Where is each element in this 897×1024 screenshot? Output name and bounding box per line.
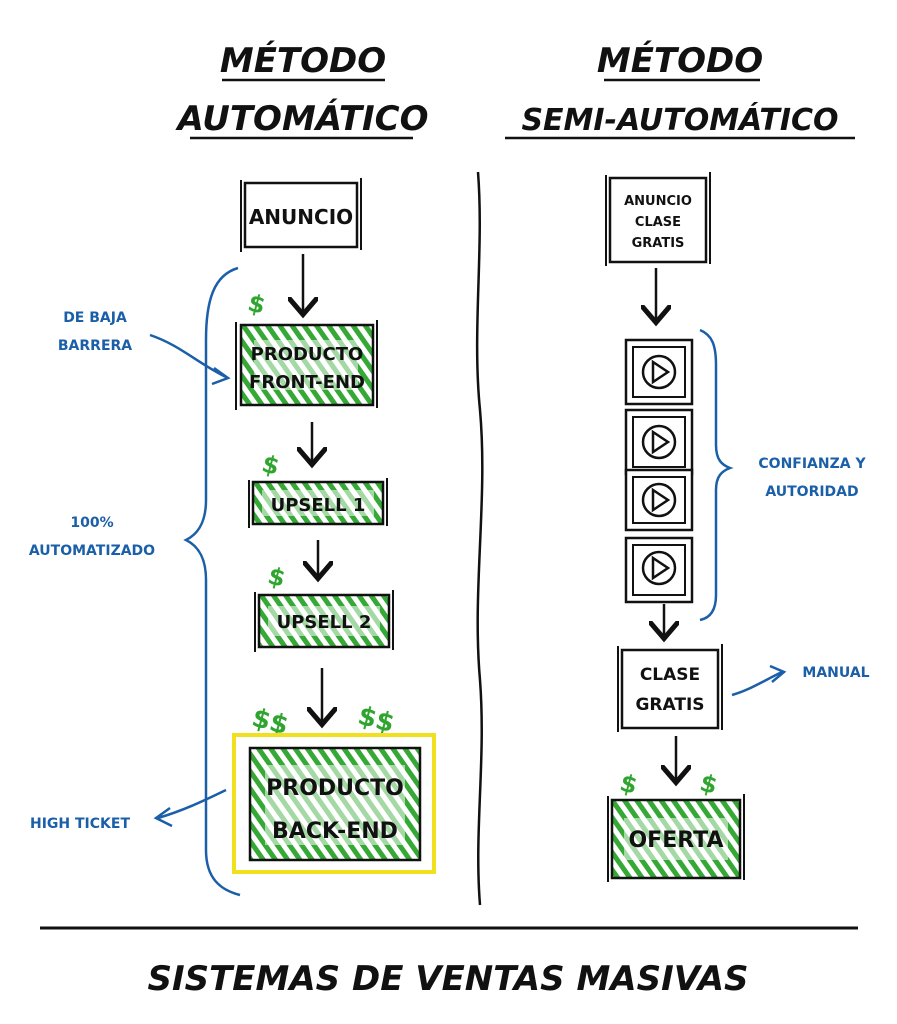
right-anuncio-line2: CLASE xyxy=(635,215,681,230)
upsell1-box: UPSELL 1 xyxy=(248,478,388,528)
upsell2-label: UPSELL 2 xyxy=(277,612,372,633)
left-title-line2: AUTOMÁTICO xyxy=(174,98,428,139)
clase-gratis-line1: CLASE xyxy=(640,665,700,685)
right-title: MÉTODO SEMI-AUTOMÁTICO xyxy=(505,40,855,140)
confianza-line1: CONFIANZA Y xyxy=(758,456,866,472)
dollar-sign: $ xyxy=(265,561,288,592)
front-end-box: PRODUCTO FRONT-END xyxy=(235,320,378,410)
clase-gratis-box: CLASE GRATIS xyxy=(617,644,723,732)
right-title-line1: MÉTODO xyxy=(597,40,763,81)
play-icon xyxy=(641,354,677,390)
play-icon xyxy=(641,482,677,518)
video-card xyxy=(624,338,694,406)
automatizado-line1: 100% xyxy=(70,515,113,531)
right-anuncio-line3: GRATIS xyxy=(632,236,685,251)
high-ticket-label: HIGH TICKET xyxy=(30,816,130,832)
confianza-line2: AUTORIDAD xyxy=(765,484,858,500)
baja-barrera-arrow xyxy=(149,333,231,386)
high-ticket-arrow xyxy=(153,788,227,828)
manual-label: MANUAL xyxy=(802,665,869,681)
back-end-line2: BACK-END xyxy=(272,819,398,844)
center-divider xyxy=(475,171,484,906)
dollar-sign: $ xyxy=(697,768,720,799)
front-end-line1: PRODUCTO xyxy=(251,344,364,365)
upsell2-box: UPSELL 2 xyxy=(254,590,394,652)
dollar-sign: $ xyxy=(259,449,282,480)
play-icon xyxy=(641,550,677,586)
right-brace xyxy=(699,328,734,622)
right-anuncio-line1: ANUNCIO xyxy=(624,194,692,209)
dollar-sign: $ xyxy=(245,288,268,319)
video-card xyxy=(624,536,694,604)
baja-barrera-line2: BARRERA xyxy=(58,338,132,354)
right-title-line2: SEMI-AUTOMÁTICO xyxy=(521,102,838,138)
oferta-label: OFERTA xyxy=(628,828,723,853)
back-end-line1: PRODUCTO xyxy=(266,776,404,801)
video-card xyxy=(624,468,694,532)
left-title-line1: MÉTODO xyxy=(220,40,386,81)
video-card xyxy=(624,408,694,476)
baja-barrera-line1: DE BAJA xyxy=(63,310,127,326)
left-anuncio-label: ANUNCIO xyxy=(249,205,353,229)
left-title: MÉTODO AUTOMÁTICO xyxy=(174,40,429,140)
left-anuncio-box: ANUNCIO xyxy=(240,178,362,252)
left-brace xyxy=(183,266,241,897)
play-icon xyxy=(641,424,677,460)
clase-gratis-line2: GRATIS xyxy=(635,695,704,715)
back-end-box: PRODUCTO BACK-END xyxy=(232,733,436,874)
manual-arrow xyxy=(731,664,787,697)
video-stack xyxy=(624,338,694,604)
oferta-box: OFERTA xyxy=(607,794,745,882)
dollar-sign: $ xyxy=(617,768,640,799)
right-anuncio-box: ANUNCIO CLASE GRATIS xyxy=(605,172,711,266)
automatizado-line2: AUTOMATIZADO xyxy=(29,543,155,559)
footer-title: SISTEMAS DE VENTAS MASIVAS xyxy=(147,959,748,999)
front-end-line2: FRONT-END xyxy=(249,372,365,393)
upsell1-label: UPSELL 1 xyxy=(271,495,366,516)
